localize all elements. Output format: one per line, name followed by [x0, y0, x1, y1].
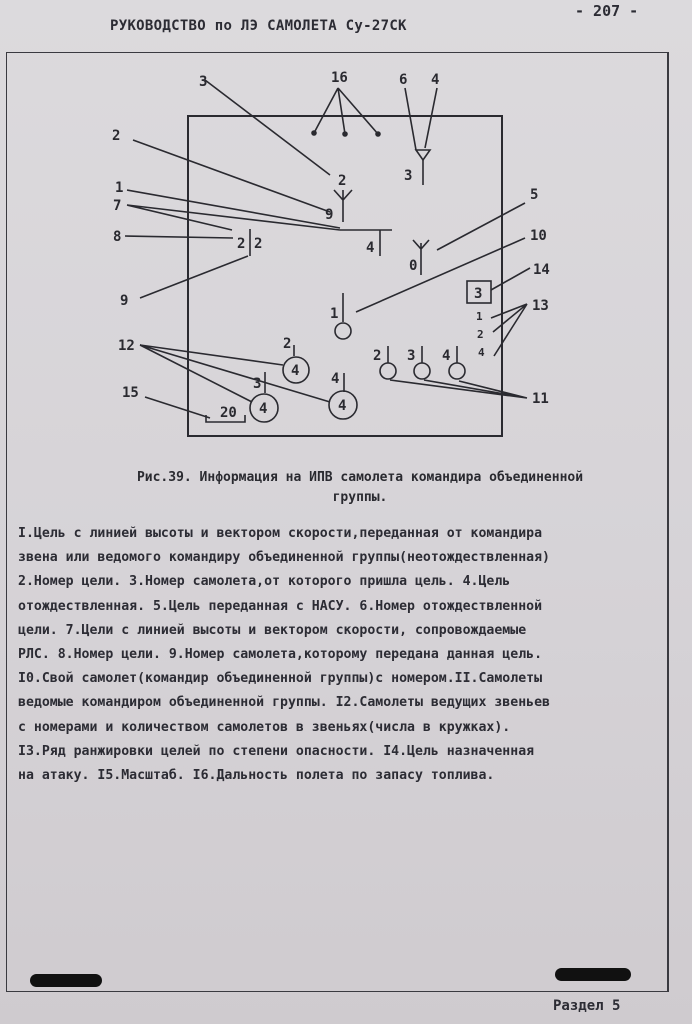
callout-line-11 — [389, 379, 528, 399]
callout-line-13 — [490, 303, 528, 357]
assigned-target-box — [466, 280, 492, 304]
scale-value: 20 — [220, 405, 237, 421]
identified-target-number: 3 — [404, 168, 412, 184]
wingman-number: 2 — [373, 348, 381, 364]
legend-line: ведомые командиром объединенной группы. … — [18, 695, 550, 711]
source-aircraft-label: 9 — [325, 207, 333, 223]
wingman-number: 3 — [407, 348, 415, 364]
lead-flight-count: 4 — [291, 363, 299, 379]
callout-lines-6-4 — [404, 87, 438, 151]
lead-flight-circle — [282, 356, 310, 384]
callout-line-15 — [144, 396, 211, 419]
lead-flight-circle — [249, 393, 279, 423]
tracked-target-number: 4 — [366, 240, 374, 256]
page-number: - 207 - — [575, 2, 639, 20]
legend-line: I3.Ряд ранжировки целей по степени опасн… — [18, 743, 535, 759]
callout-label-10: 10 — [530, 228, 547, 244]
page-frame — [6, 52, 669, 992]
wingman-circle — [448, 362, 466, 380]
callout-line-7 — [126, 204, 341, 231]
identified-target-triangle — [414, 149, 432, 162]
own-aircraft-circle — [334, 322, 352, 340]
legend-line: цели. 7.Цели с линией высоты и вектором … — [18, 622, 527, 638]
split-target-right: 2 — [254, 236, 262, 252]
callout-label-7: 7 — [113, 198, 121, 214]
legend-line: I0.Свой самолет(командир объединенной гр… — [18, 671, 543, 687]
wingman-circle — [379, 362, 397, 380]
ipv-display-diagram: 3 16 6 4 2 1 7 8 9 5 10 14 13 12 15 11 2… — [112, 70, 550, 437]
caption-line-2: группы. — [332, 490, 388, 505]
tracked-target-symbol — [362, 229, 392, 256]
lead-flight-count: 4 — [259, 401, 267, 417]
lead-flight-circle — [328, 390, 358, 420]
caption-line-1: Рис.39. Информация на ИПВ самолета коман… — [136, 470, 584, 485]
target-number-label: 2 — [338, 173, 346, 189]
legend-line: I.Цель с линией высоты и вектором скорос… — [18, 526, 543, 541]
lead-flight-count: 4 — [338, 398, 346, 414]
callout-label-12: 12 — [118, 338, 135, 354]
callout-line-3 — [204, 79, 331, 176]
callout-label-8: 8 — [113, 229, 121, 245]
callout-label-6: 6 — [399, 72, 407, 88]
legend-line: звена или ведомого командиру объединенно… — [18, 550, 550, 566]
callout-line-16 — [313, 87, 379, 135]
wingman-number: 4 — [442, 348, 450, 364]
rank-number: 1 — [476, 310, 483, 323]
legend-line: 2.Номер цели. 3.Номер самолета,от которо… — [18, 574, 511, 590]
lead-flight-number: 4 — [331, 371, 339, 387]
callout-label-3: 3 — [199, 74, 207, 90]
callout-label-9: 9 — [120, 293, 128, 309]
legend-text: I.Цель с линией высоты и вектором скорос… — [18, 522, 678, 788]
callout-label-14: 14 — [533, 262, 550, 278]
assigned-target-number: 3 — [474, 286, 482, 302]
legend-line: отождествленная. 5.Цель переданная с НАС… — [18, 598, 543, 614]
callout-line-14 — [490, 267, 531, 291]
legend-line: РЛС. 8.Номер цели. 9.Номер самолета,кото… — [18, 647, 543, 663]
rank-number: 2 — [477, 328, 484, 341]
legend-line: с номерами и количеством самолетов в зве… — [18, 719, 511, 735]
lead-flight-number: 3 — [253, 376, 261, 392]
nasu-target-symbol — [412, 239, 430, 275]
callout-label-11: 11 — [532, 391, 549, 407]
callout-line-2 — [132, 139, 331, 213]
callout-label-4: 4 — [431, 72, 439, 88]
rank-number: 4 — [478, 346, 485, 359]
own-aircraft-number: 1 — [330, 306, 338, 322]
callout-label-5: 5 — [530, 187, 538, 203]
callout-label-1: 1 — [115, 180, 123, 196]
callout-line-10 — [355, 237, 526, 313]
callout-label-13: 13 — [532, 298, 549, 314]
legend-line: на атаку. I5.Масштаб. I6.Дальность полет… — [18, 768, 495, 784]
figure-caption: Рис.39. Информация на ИПВ самолета коман… — [60, 468, 660, 508]
lead-flight-number: 2 — [283, 336, 291, 352]
page-header: РУКОВОДСТВО по ЛЭ САМОЛЕТА Су-27СК — [110, 18, 407, 34]
nasu-target-number: 0 — [409, 258, 417, 274]
callout-label-15: 15 — [122, 385, 139, 401]
scale-bracket — [205, 415, 246, 423]
callout-line-9 — [139, 255, 249, 299]
callout-line-5 — [436, 202, 526, 251]
section-footer: Раздел 5 — [553, 998, 621, 1014]
ink-smudge-left — [30, 974, 102, 987]
display-screen — [187, 115, 503, 437]
callout-line-12 — [139, 344, 331, 403]
callout-line-1 — [126, 189, 341, 229]
callout-label-2: 2 — [112, 128, 120, 144]
callout-label-16: 16 — [331, 70, 348, 86]
ink-smudge-right — [555, 968, 631, 981]
target-vector-symbol — [333, 189, 353, 222]
split-target-left: 2 — [237, 236, 245, 252]
callout-line-8 — [124, 235, 234, 239]
wingman-circle — [413, 362, 431, 380]
